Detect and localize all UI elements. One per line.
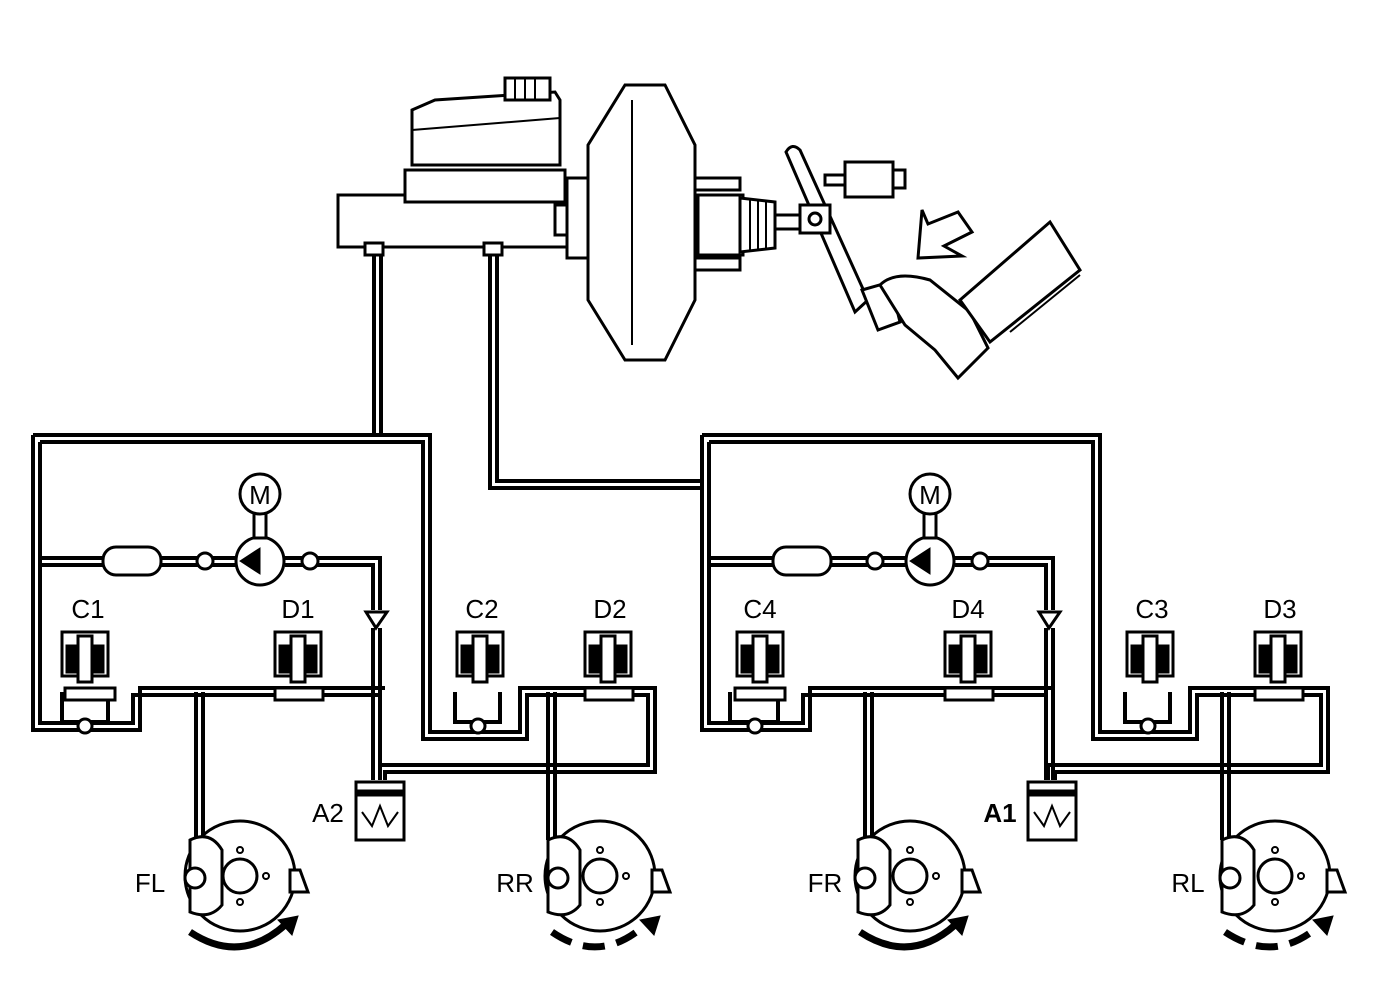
brake-pedal [784,145,902,332]
right-pump-motor-label: M [919,480,941,510]
wheel-brake-rr [543,819,673,951]
valve-d3 [1253,630,1305,702]
left-return-pump: M [101,472,390,631]
accumulator-a1-label: A1 [983,798,1016,828]
wheel-brake-fr [853,819,983,951]
accumulator-a1 [1026,780,1078,842]
valve-d3-label: D3 [1263,594,1296,624]
brake-booster [565,83,802,362]
valve-d1-label: D1 [281,594,314,624]
valve-d4-label: D4 [951,594,984,624]
main-brake-lines [372,255,702,490]
valve-c1-label: C1 [71,594,104,624]
wheel-fl-label: FL [135,868,165,898]
wheel-brake-rl [1218,819,1348,951]
pedal-force-arrow-icon [916,209,975,260]
wheel-rl-label: RL [1171,868,1204,898]
wheel-brake-fl [183,819,311,951]
right-return-pump: M [771,472,1063,631]
valve-c1 [60,630,117,702]
valve-c2-label: C2 [465,594,498,624]
valve-c4 [733,630,787,702]
valve-d2 [583,630,635,702]
valve-c3-label: C3 [1135,594,1168,624]
accumulator-a2 [354,780,406,842]
left-hydraulic-unit [31,433,657,840]
valve-c4-label: C4 [743,594,776,624]
wheel-fr-label: FR [808,868,843,898]
valve-d1 [273,630,325,702]
left-pump-motor-icon [238,472,282,516]
valve-d2-label: D2 [593,594,626,624]
master-cylinder [336,76,572,257]
valve-c2 [455,630,505,684]
valve-d4 [943,630,995,702]
right-hydraulic-unit [700,433,1330,840]
check-valves [76,717,1157,735]
right-pump-motor-icon [908,472,952,516]
brake-light-switch [823,160,907,199]
accumulator-a2-label: A2 [312,798,344,828]
foot-pressing-pedal [878,219,1082,381]
valve-c3 [1125,630,1175,684]
left-pump-motor-label: M [249,480,271,510]
wheel-rr-label: RR [496,868,534,898]
